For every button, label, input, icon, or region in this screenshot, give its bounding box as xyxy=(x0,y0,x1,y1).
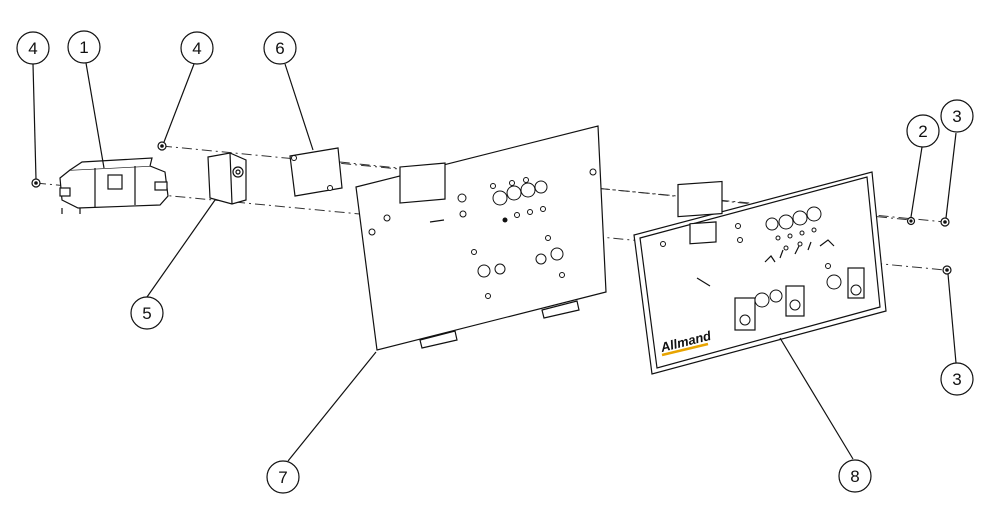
svg-text:3: 3 xyxy=(952,107,961,126)
switch-part xyxy=(207,152,247,205)
svg-text:4: 4 xyxy=(192,39,201,58)
callout-3-upper: 3 xyxy=(940,99,974,133)
svg-text:7: 7 xyxy=(278,468,287,487)
callout-2: 2 xyxy=(906,114,940,148)
callout-7: 7 xyxy=(266,460,300,494)
callout-1: 1 xyxy=(67,30,101,64)
nut-part-left xyxy=(31,178,41,188)
callout-4-top: 4 xyxy=(180,31,214,65)
small-plate-part xyxy=(289,147,343,197)
control-panel-part xyxy=(355,125,607,351)
svg-text:4: 4 xyxy=(28,39,37,58)
circuit-breaker-part xyxy=(59,157,169,214)
svg-text:5: 5 xyxy=(142,304,151,323)
callout-4-left: 4 xyxy=(16,31,50,65)
callout-5: 5 xyxy=(130,296,164,330)
brand-logo-bar xyxy=(661,342,709,357)
callout-6: 6 xyxy=(263,31,297,65)
svg-text:6: 6 xyxy=(275,39,284,58)
leader-lines xyxy=(32,62,957,462)
callout-3-lower: 3 xyxy=(940,362,974,396)
decal-panel-part: Allmand xyxy=(633,171,887,375)
screw-part-3-upper xyxy=(940,217,950,227)
svg-text:1: 1 xyxy=(79,38,88,57)
callout-8: 8 xyxy=(838,459,872,493)
svg-text:3: 3 xyxy=(952,370,961,389)
svg-text:2: 2 xyxy=(918,122,927,141)
screw-part-2 xyxy=(906,216,916,226)
svg-text:8: 8 xyxy=(850,467,859,486)
screw-part-3-lower xyxy=(942,265,952,275)
nut-part-top xyxy=(157,141,167,151)
